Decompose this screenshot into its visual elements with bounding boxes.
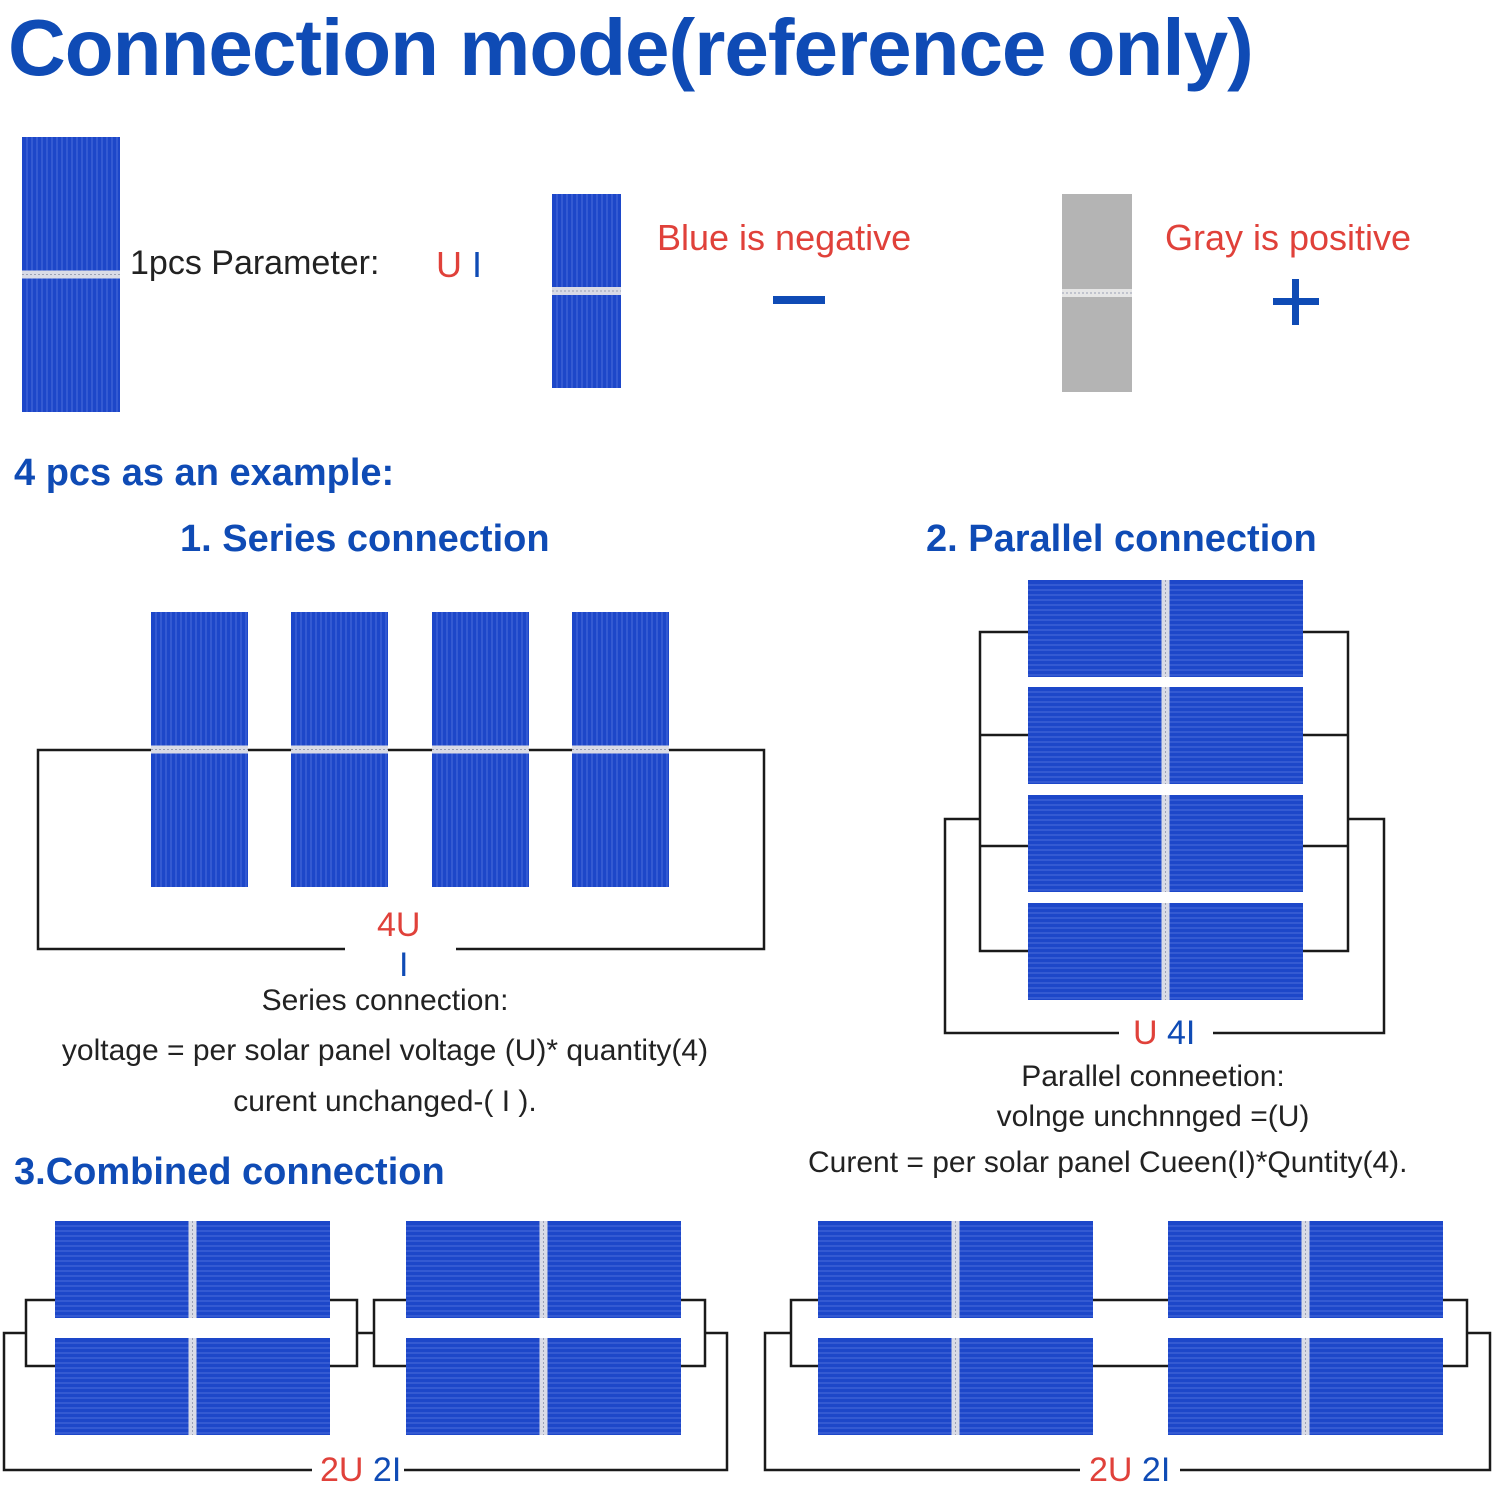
combined-left-voltage: 2U (320, 1451, 364, 1489)
parallel-wire-out-left (943, 817, 1119, 1035)
combined-b-cell-2 (406, 1338, 681, 1435)
series-cell-1 (151, 612, 248, 887)
parallel-cell-4 (1028, 903, 1303, 1000)
positive-label: Gray is positive (1165, 217, 1412, 258)
parallel-current-label: 4I (1167, 1014, 1196, 1052)
parallel-wire-left-bus (978, 630, 1028, 953)
param-u: U (436, 244, 462, 285)
series-cell-3 (432, 612, 529, 887)
parallel-voltage-label: U (1133, 1014, 1158, 1052)
negative-label: Blue is negative (657, 217, 912, 258)
negative-cell (552, 194, 621, 388)
single-param-label: 1pcs Parameter: (130, 244, 380, 282)
parallel-wire-right-bus (1303, 630, 1350, 953)
parallel-desc-title: Parallel conneetion: (1021, 1060, 1285, 1093)
parallel-heading: 2. Parallel connection (926, 518, 1317, 560)
series-desc-line2: curent unchanged-( I ). (233, 1085, 537, 1118)
series-current-label: I (399, 946, 409, 984)
combined-c-cell-1 (818, 1221, 1093, 1318)
combined-right-current: 2I (1141, 1451, 1171, 1489)
combined-a-right-bus (330, 1298, 359, 1368)
combined-a-cell-2 (55, 1338, 330, 1435)
combined-left-current: 2I (372, 1451, 402, 1489)
combined-right-out-a (763, 1331, 1080, 1472)
series-heading: 1. Series connection (180, 518, 550, 560)
combined-d-cell-2 (1168, 1338, 1443, 1435)
series-desc-line1: yoltage = per solar panel voltage (U)* q… (61, 1034, 709, 1067)
parallel-label: U 4I (1133, 1014, 1195, 1053)
combined-left-label: 2U 2I (320, 1451, 401, 1490)
combined-d-right-bus (1443, 1298, 1469, 1368)
parallel-cell-3 (1028, 795, 1303, 892)
combined-left-out-b (404, 1331, 729, 1472)
series-cell-2 (291, 612, 388, 887)
series-desc-title: Series connection: (261, 984, 509, 1017)
combined-right-label: 2U 2I (1089, 1451, 1170, 1490)
combined-c-cell-2 (818, 1338, 1093, 1435)
series-voltage-label: 4U (377, 906, 421, 944)
example-heading: 4 pcs as an example: (14, 452, 395, 494)
positive-cell (1062, 194, 1132, 392)
series-cell-4 (572, 612, 669, 887)
series-wire-right (456, 748, 766, 951)
series-wire-left (36, 748, 345, 951)
combined-left-out-a (2, 1331, 312, 1472)
combined-b-cell-1 (406, 1221, 681, 1318)
parallel-desc-line2: Curent = per solar panel Cueen(I)*Quntit… (808, 1146, 1408, 1179)
combined-heading: 3.Combined connection (14, 1151, 445, 1193)
single-cell (22, 137, 120, 412)
combined-c-left-bus (789, 1298, 818, 1368)
parallel-cell-2 (1028, 687, 1303, 784)
combined-b-right-bus (681, 1298, 707, 1368)
single-param-value: U I (436, 244, 482, 286)
parallel-cell-1 (1028, 580, 1303, 677)
parallel-desc-line1: volnge unchnnged =(U) (996, 1100, 1310, 1133)
combined-right-out-b (1180, 1331, 1492, 1472)
plus-icon-vertical (1292, 279, 1299, 325)
minus-icon (773, 296, 825, 304)
combined-a-cell-1 (55, 1221, 330, 1318)
param-i: I (472, 244, 483, 285)
combined-right-voltage: 2U (1089, 1451, 1133, 1489)
combined-b-left-bus (372, 1298, 406, 1368)
combined-a-left-bus (24, 1298, 55, 1368)
parallel-wire-out-right (1213, 817, 1386, 1035)
combined-d-cell-1 (1168, 1221, 1443, 1318)
page-title: Connection mode(reference only) (8, 3, 1254, 92)
